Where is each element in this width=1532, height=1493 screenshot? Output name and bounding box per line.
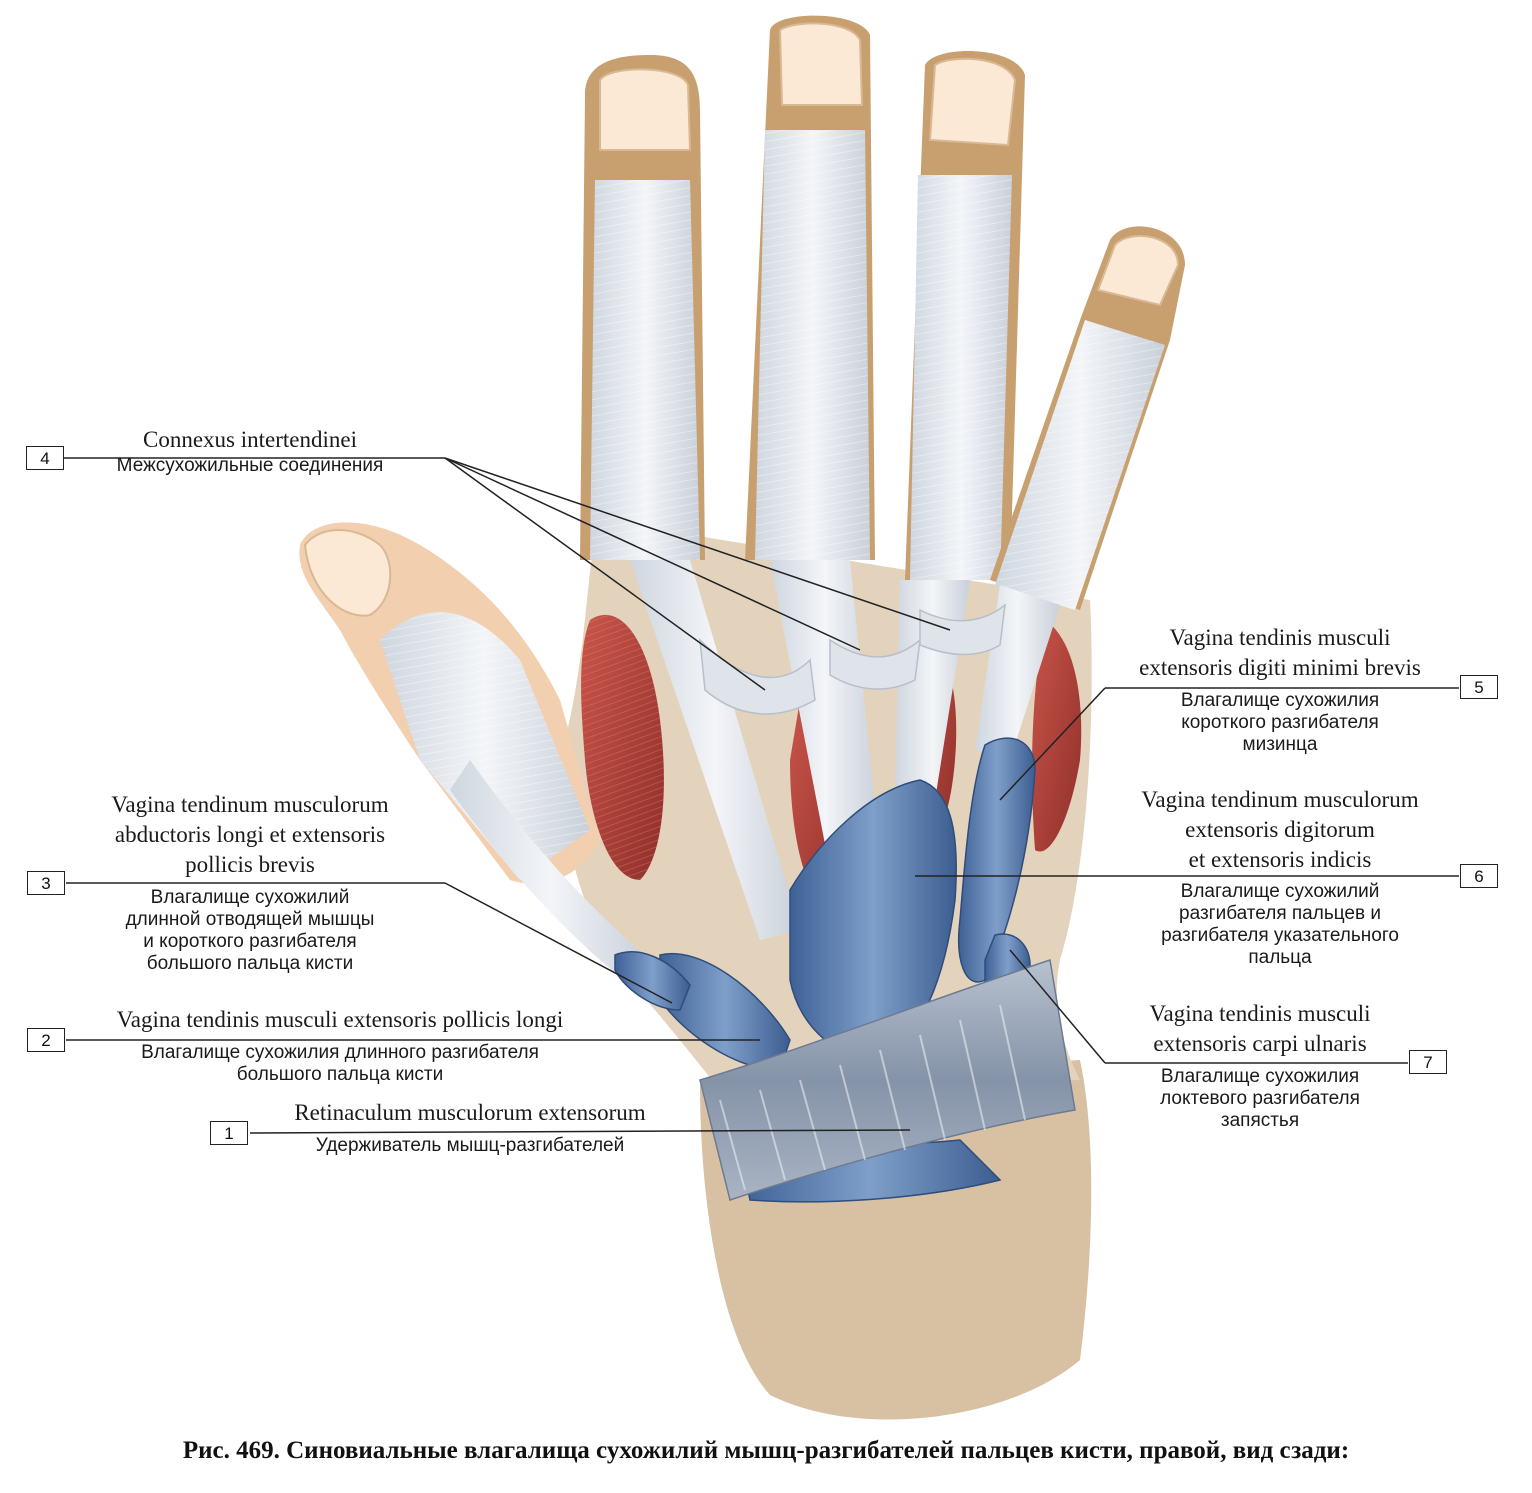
label-5-russian: Влагалище сухожилия короткого разгибател… xyxy=(1100,690,1460,756)
label-vagina-pollicis-longi: Vagina tendinis musculi extensoris polli… xyxy=(70,1005,610,1035)
label-6-latin-1: Vagina tendinum musculorum xyxy=(1141,787,1419,812)
label-vagina-abductoris-longi: Vagina tendinum musculorum abductoris lo… xyxy=(60,790,440,880)
label-6-russian-3: разгибателя указательного xyxy=(1161,925,1399,946)
label-2-latin-1: Vagina tendinis musculi extensoris polli… xyxy=(116,1007,564,1032)
tendon-middle xyxy=(770,560,880,870)
label-7-russian-1: Влагалище сухожилия xyxy=(1160,1066,1360,1087)
label-7-latin-2: extensoris carpi ulnaris xyxy=(1153,1031,1367,1056)
index-finger xyxy=(580,55,705,560)
label-2-russian-1: Влагалище сухожилия длинного разгибателя xyxy=(141,1042,539,1063)
label-6-russian-4: пальца xyxy=(1248,947,1312,968)
retinaculum-fibers xyxy=(719,1004,1026,1191)
label-5-latin-2: extensoris digiti minimi brevis xyxy=(1139,655,1421,680)
label-3-latin-2: abductoris longi et extensoris xyxy=(114,822,386,847)
label-7-latin-1: Vagina tendinis musculi xyxy=(1149,1001,1371,1026)
ring-finger xyxy=(905,51,1025,581)
connexus-3 xyxy=(919,603,1006,656)
figure-caption: Рис. 469. Синовиальные влагалища сухожил… xyxy=(182,1437,1350,1464)
tendon-thumb xyxy=(450,760,650,985)
label-connexus-intertendinei: Connexus intertendinei Межсухожильные со… xyxy=(70,425,430,477)
label-5-russian-1: Влагалище сухожилия xyxy=(1180,690,1380,711)
label-1-latin-1: Retinaculum musculorum extensorum xyxy=(294,1100,646,1125)
muscle-interosseous-4 xyxy=(1032,620,1082,852)
label-2-russian-2: большого пальца кисти xyxy=(236,1064,444,1085)
label-6-russian-1: Влагалище сухожилий xyxy=(1180,881,1380,902)
label-5-latin-1: Vagina tendinis musculi xyxy=(1169,625,1391,650)
label-7-russian-3: запястья xyxy=(1220,1110,1300,1131)
label-1-russian: Удерживатель мышц-разгибателей xyxy=(255,1135,685,1157)
connexus-1 xyxy=(699,637,816,715)
middle-finger xyxy=(745,15,875,560)
label-3-russian-3: и короткого разгибателя xyxy=(143,931,357,952)
label-3-latin-3: pollicis brevis xyxy=(185,852,315,877)
callout-number-2: 2 xyxy=(27,1028,65,1052)
tendon-index xyxy=(630,560,800,940)
label-vagina-digiti-minimi: Vagina tendinis musculi extensoris digit… xyxy=(1100,623,1460,683)
label-6-russian: Влагалище сухожилий разгибателя пальцев … xyxy=(1100,881,1460,969)
little-finger xyxy=(990,226,1185,610)
label-4-russian-1: Межсухожильные соединения xyxy=(116,455,384,476)
leader-lines xyxy=(64,457,1459,1134)
label-1-russian-1: Удерживатель мышц-разгибателей xyxy=(315,1135,625,1156)
connexus-2 xyxy=(829,638,921,690)
callout-number-3: 3 xyxy=(27,871,65,895)
label-vagina-extensoris-digitorum: Vagina tendinum musculorum extensoris di… xyxy=(1100,785,1460,875)
callout-number-7: 7 xyxy=(1409,1050,1447,1074)
thumb xyxy=(299,522,600,884)
label-4-latin-1: Connexus intertendinei xyxy=(143,427,357,452)
label-3-russian-1: Влагалище сухожилий xyxy=(150,887,350,908)
label-6-latin-3: et extensoris indicis xyxy=(1188,847,1372,872)
label-7-russian: Влагалище сухожилия локтевого разгибател… xyxy=(1100,1066,1420,1132)
callout-number-1: 1 xyxy=(210,1121,248,1145)
label-3-latin-1: Vagina tendinum musculorum xyxy=(111,792,389,817)
label-7-russian-2: локтевого разгибателя xyxy=(1160,1088,1360,1109)
label-5-russian-2: короткого разгибателя xyxy=(1181,712,1379,733)
label-retinaculum: Retinaculum musculorum extensorum xyxy=(255,1098,685,1128)
label-6-latin-2: extensoris digitorum xyxy=(1185,817,1375,842)
label-3-russian-4: большого пальца кисти xyxy=(146,953,354,974)
sheath-abductor-pollicis xyxy=(614,951,691,1011)
label-3-russian-2: длинной отводящей мышцы xyxy=(125,909,375,930)
label-6-russian-2: разгибателя пальцев и xyxy=(1179,903,1381,924)
label-vagina-carpi-ulnaris: Vagina tendinis musculi extensoris carpi… xyxy=(1100,999,1420,1059)
label-3-russian: Влагалище сухожилий длинной отводящей мы… xyxy=(60,887,440,975)
label-5-russian-3: мизинца xyxy=(1242,734,1318,755)
callout-number-6: 6 xyxy=(1460,864,1498,888)
label-2-russian: Влагалище сухожилия длинного разгибателя… xyxy=(70,1042,610,1086)
callout-number-4: 4 xyxy=(26,446,64,470)
callout-number-5: 5 xyxy=(1460,675,1498,699)
